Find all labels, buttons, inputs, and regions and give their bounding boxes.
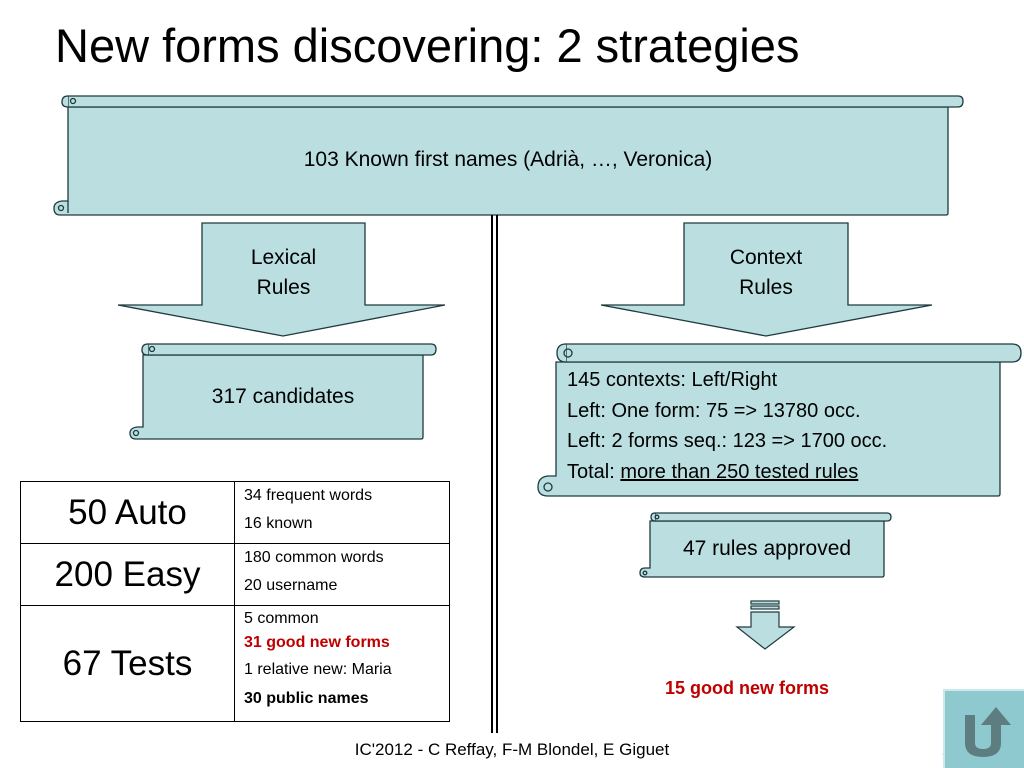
known-first-names-text: 103 Known first names (Adrià, …, Veronic… — [303, 148, 713, 171]
category-cell: 50 Auto — [20, 481, 235, 544]
details-cell: 180 common words 20 username — [234, 543, 450, 606]
results-table: 50 Auto 34 frequent words 16 known 200 E… — [20, 481, 450, 722]
contexts-line-4: Total: more than 250 tested rules — [567, 460, 859, 483]
details-cell: 34 frequent words 16 known — [234, 481, 450, 544]
contexts-line-1: 145 contexts: Left/Right — [567, 369, 778, 391]
details-cell: 5 common 31 good new forms 1 relative ne… — [234, 605, 450, 722]
candidates-text: 317 candidates — [211, 385, 355, 408]
contexts-line-3: Left: 2 forms seq.: 123 => 1700 occ. — [567, 430, 888, 452]
contexts-text-block: 145 contexts: Left/Right Left: One form:… — [567, 365, 887, 487]
category-cell: 67 Tests — [20, 605, 235, 722]
good-new-forms-result: 15 good new forms — [665, 678, 830, 698]
lexical-rules-label: Lexical Rules — [250, 246, 317, 299]
return-button[interactable] — [943, 689, 1024, 768]
contexts-line-2: Left: One form: 75 => 13780 occ. — [567, 399, 861, 422]
return-arrow-icon — [965, 707, 1011, 757]
rules-approved-text: 47 rules approved — [682, 537, 852, 560]
table-row: 67 Tests 5 common 31 good new forms 1 re… — [20, 605, 450, 722]
center-divider — [491, 215, 498, 733]
down-arrow-icon — [735, 600, 796, 650]
context-rules-label: Context Rules — [729, 246, 803, 299]
slide-footer: IC'2012 - C Reffay, F-M Blondel, E Gigue… — [354, 740, 670, 759]
tested-rules-link[interactable]: more than 250 tested rules — [620, 460, 859, 483]
slide-title: New forms discovering: 2 strategies — [55, 19, 800, 72]
category-cell: 200 Easy — [20, 543, 235, 606]
table-row: 200 Easy 180 common words 20 username — [20, 543, 450, 606]
table-row: 50 Auto 34 frequent words 16 known — [20, 481, 450, 544]
